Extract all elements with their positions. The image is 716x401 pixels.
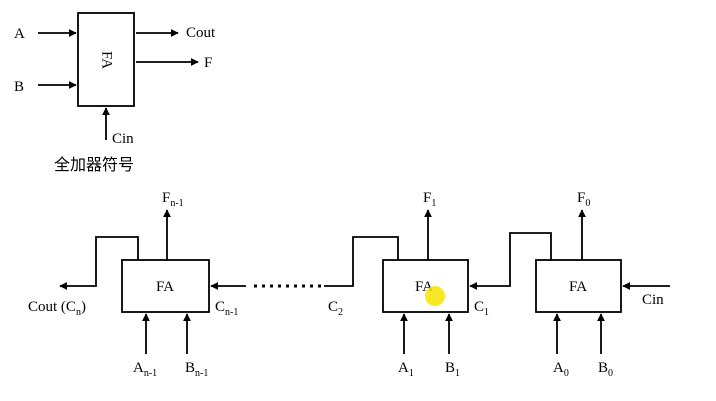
output-cout-label: Cout (186, 25, 216, 41)
fa-n-1-b-label: Bn-1 (185, 360, 208, 379)
fa-stage-0: FA F0 A0 B0 Cin (469, 190, 670, 379)
fa-0-a-label: A0 (553, 360, 569, 379)
fa-stage-1-box (382, 259, 469, 313)
fa-stage-0-box (535, 259, 622, 313)
input-b-label: B (14, 79, 24, 95)
fa-n-1-cin-label: Cn-1 (215, 299, 238, 318)
symbol-caption: 全加器符号 (54, 155, 134, 174)
fa-n-1-cout-label: Cout (Cn) (28, 299, 86, 318)
fa-stage-1: FA F1 A1 B1 C2 C1 (324, 190, 489, 379)
fa-1-cout-label: C2 (328, 299, 343, 318)
fa-1-b-label: B1 (445, 360, 460, 379)
fa-stage-n-1-box (121, 259, 210, 313)
fa-0-cin-label: Cin (642, 292, 664, 308)
output-f-label: F (204, 55, 212, 71)
fa-symbol-box (77, 12, 135, 107)
fa-0-b-label: B0 (598, 360, 613, 379)
input-a-label: A (14, 26, 25, 42)
fa-1-cin-label: C1 (474, 299, 489, 318)
fa-n-1-f-label: Fn-1 (162, 190, 184, 209)
cursor-highlight (425, 286, 445, 306)
fa-0-f-label: F0 (577, 190, 590, 209)
fa-1-f-label: F1 (423, 190, 436, 209)
fa-symbol-label: FA (99, 51, 115, 69)
fa-1-a-label: A1 (398, 360, 414, 379)
fa-n-1-cout-wire (59, 236, 139, 290)
input-cin-label: Cin (112, 131, 134, 147)
fa-1-cout-wire (324, 236, 399, 287)
fa-symbol: FA A B Cout F Cin 全加器符号 (14, 12, 216, 174)
fa-stage-n-1-label: FA (156, 279, 174, 295)
fa-n-1-a-label: An-1 (133, 360, 157, 379)
fa-0-cout-wire (469, 232, 552, 290)
fa-stage-0-label: FA (569, 279, 587, 295)
fa-stage-n-1: FA Fn-1 An-1 Bn-1 Cn-1 Cout (Cn) (28, 190, 246, 379)
